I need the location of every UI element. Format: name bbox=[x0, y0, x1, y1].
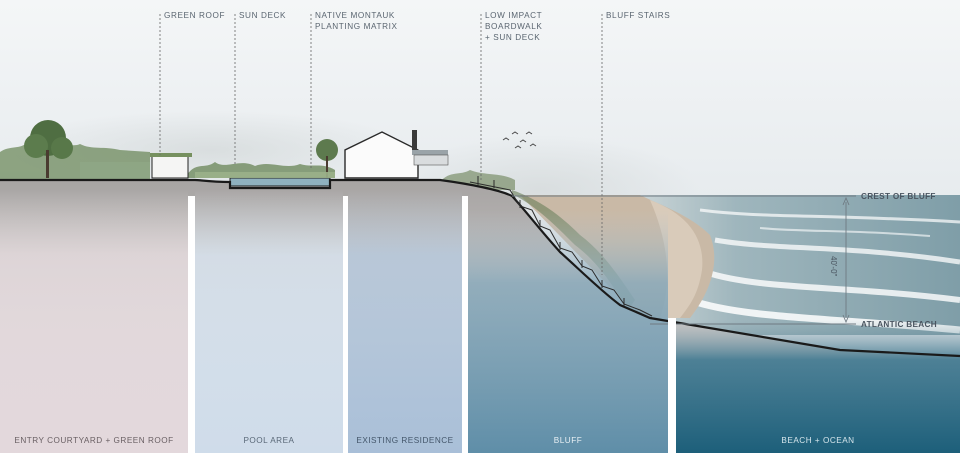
bluff-height-dimension: 40'-0" bbox=[829, 256, 838, 277]
elevation-lines bbox=[512, 195, 856, 325]
zone-band-entry-courtyard bbox=[0, 190, 188, 453]
atlantic-beach-label: ATLANTIC BEACH bbox=[861, 320, 937, 329]
zone-label-entry-courtyard: ENTRY COURTYARD + GREEN ROOF bbox=[14, 436, 174, 445]
green-roof-structure bbox=[80, 153, 192, 179]
callout-leaders bbox=[159, 14, 603, 275]
zone-label-bluff: BLUFF bbox=[553, 436, 583, 445]
birds bbox=[502, 131, 537, 149]
zone-label-beach-ocean: BEACH + OCEAN bbox=[781, 436, 855, 445]
zone-band-beach-ocean bbox=[676, 320, 960, 453]
zone-band-pool-area bbox=[195, 190, 343, 453]
ground-profile-line bbox=[0, 178, 960, 358]
zone-label-pool-area: POOL AREA bbox=[243, 436, 295, 445]
callout-green-roof: GREEN ROOF bbox=[164, 11, 226, 20]
callout-bluff-stairs: BLUFF STAIRS bbox=[606, 11, 671, 20]
ocean bbox=[640, 195, 960, 335]
callout-sun-deck: SUN DECK bbox=[239, 11, 287, 20]
crest-of-bluff-label: CREST OF BLUFF bbox=[861, 192, 936, 201]
callout-native-planting: NATIVE MONTAUK PLANTING MATRIX bbox=[315, 11, 398, 31]
zone-band-bluff bbox=[468, 210, 668, 453]
zone-label-existing-residence: EXISTING RESIDENCE bbox=[356, 436, 454, 445]
zone-dividers bbox=[188, 196, 676, 453]
zone-band-existing-residence bbox=[348, 190, 462, 453]
bluff-stairs bbox=[469, 176, 653, 317]
callout-boardwalk: LOW IMPACT BOARDWALK + SUN DECK bbox=[485, 11, 543, 42]
existing-residence bbox=[344, 130, 449, 179]
